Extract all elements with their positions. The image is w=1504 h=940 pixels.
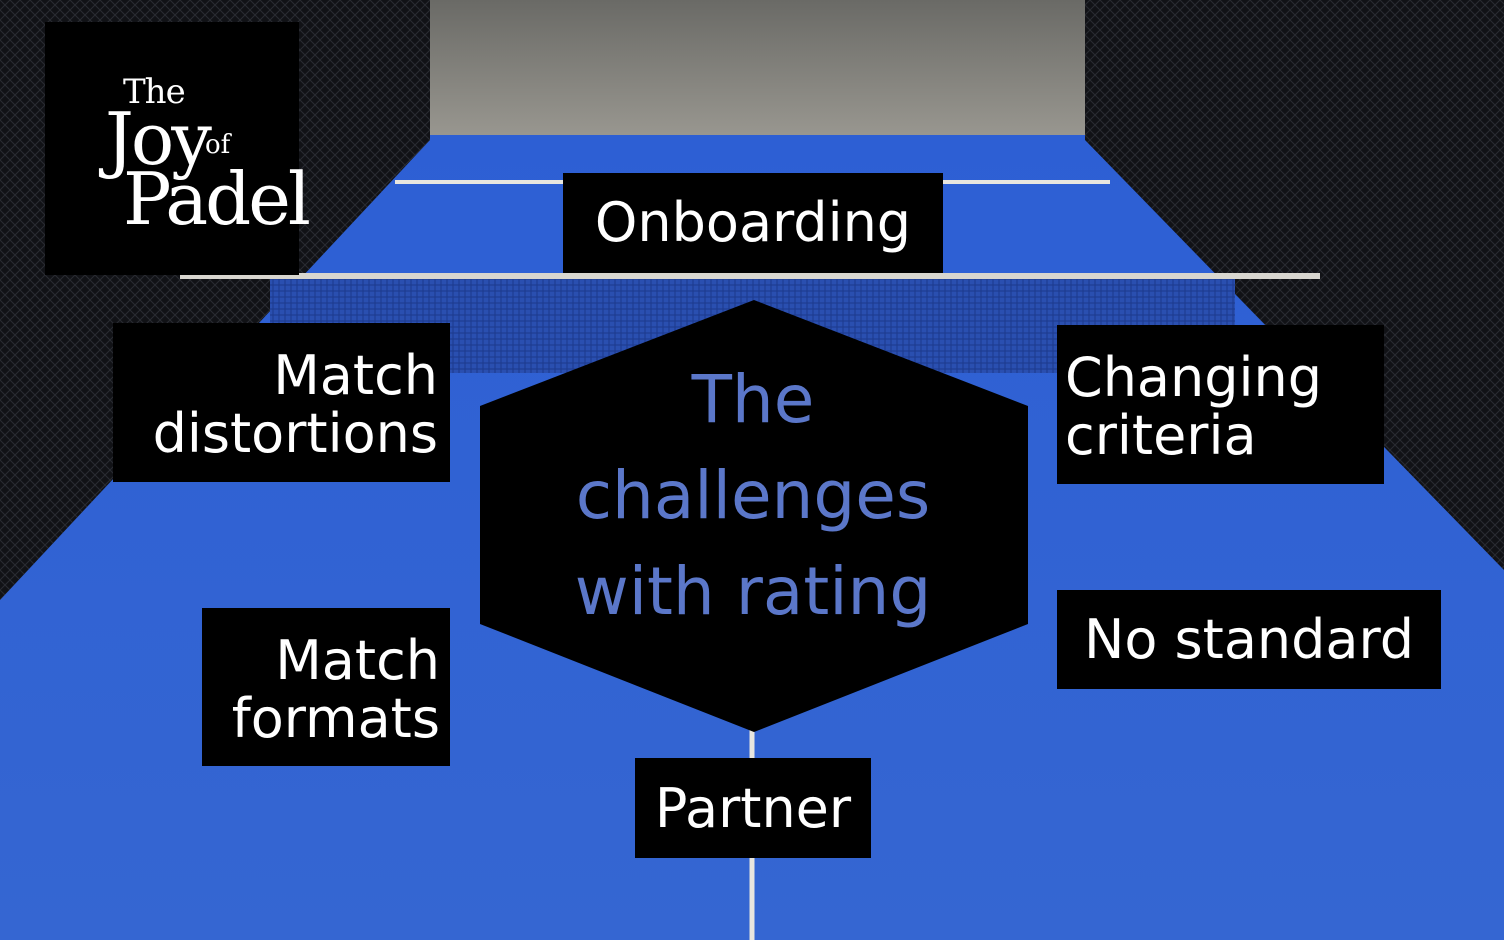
center-title-line-2: challenges [575, 457, 931, 534]
node-changing-criteria: Changing criteria [1057, 325, 1384, 484]
node-no-standard-line-1: No standard [1083, 608, 1415, 671]
node-onboarding: Onboarding [563, 173, 943, 273]
node-partner: Partner [635, 758, 871, 858]
node-match-formats-line-2: formats [231, 687, 440, 750]
node-changing-criteria-line-2: criteria [1065, 404, 1257, 467]
node-changing-criteria-line-1: Changing [1065, 346, 1323, 409]
center-title: The challenges with rating [520, 352, 986, 640]
logo-padel: Padel [123, 157, 311, 241]
node-partner-line-1: Partner [654, 777, 852, 840]
logo-the: The [123, 72, 186, 112]
center-title-line-1: The [691, 361, 815, 438]
node-match-distortions: Match distortions [113, 323, 450, 482]
node-match-distortions-line-2: distortions [152, 402, 438, 465]
node-onboarding-line-1: Onboarding [594, 191, 912, 254]
node-no-standard: No standard [1057, 590, 1441, 689]
center-hexagon [480, 300, 1028, 732]
logo-joy: Joy [105, 97, 212, 181]
node-match-formats-line-1: Match [275, 629, 440, 692]
logo-of: of [205, 130, 231, 160]
node-match-distortions-line-1: Match [273, 344, 438, 407]
joy-of-padel-logo: The Joy of Padel [45, 22, 311, 275]
node-match-formats: Match formats [202, 608, 450, 766]
center-title-line-3: with rating [574, 553, 932, 630]
